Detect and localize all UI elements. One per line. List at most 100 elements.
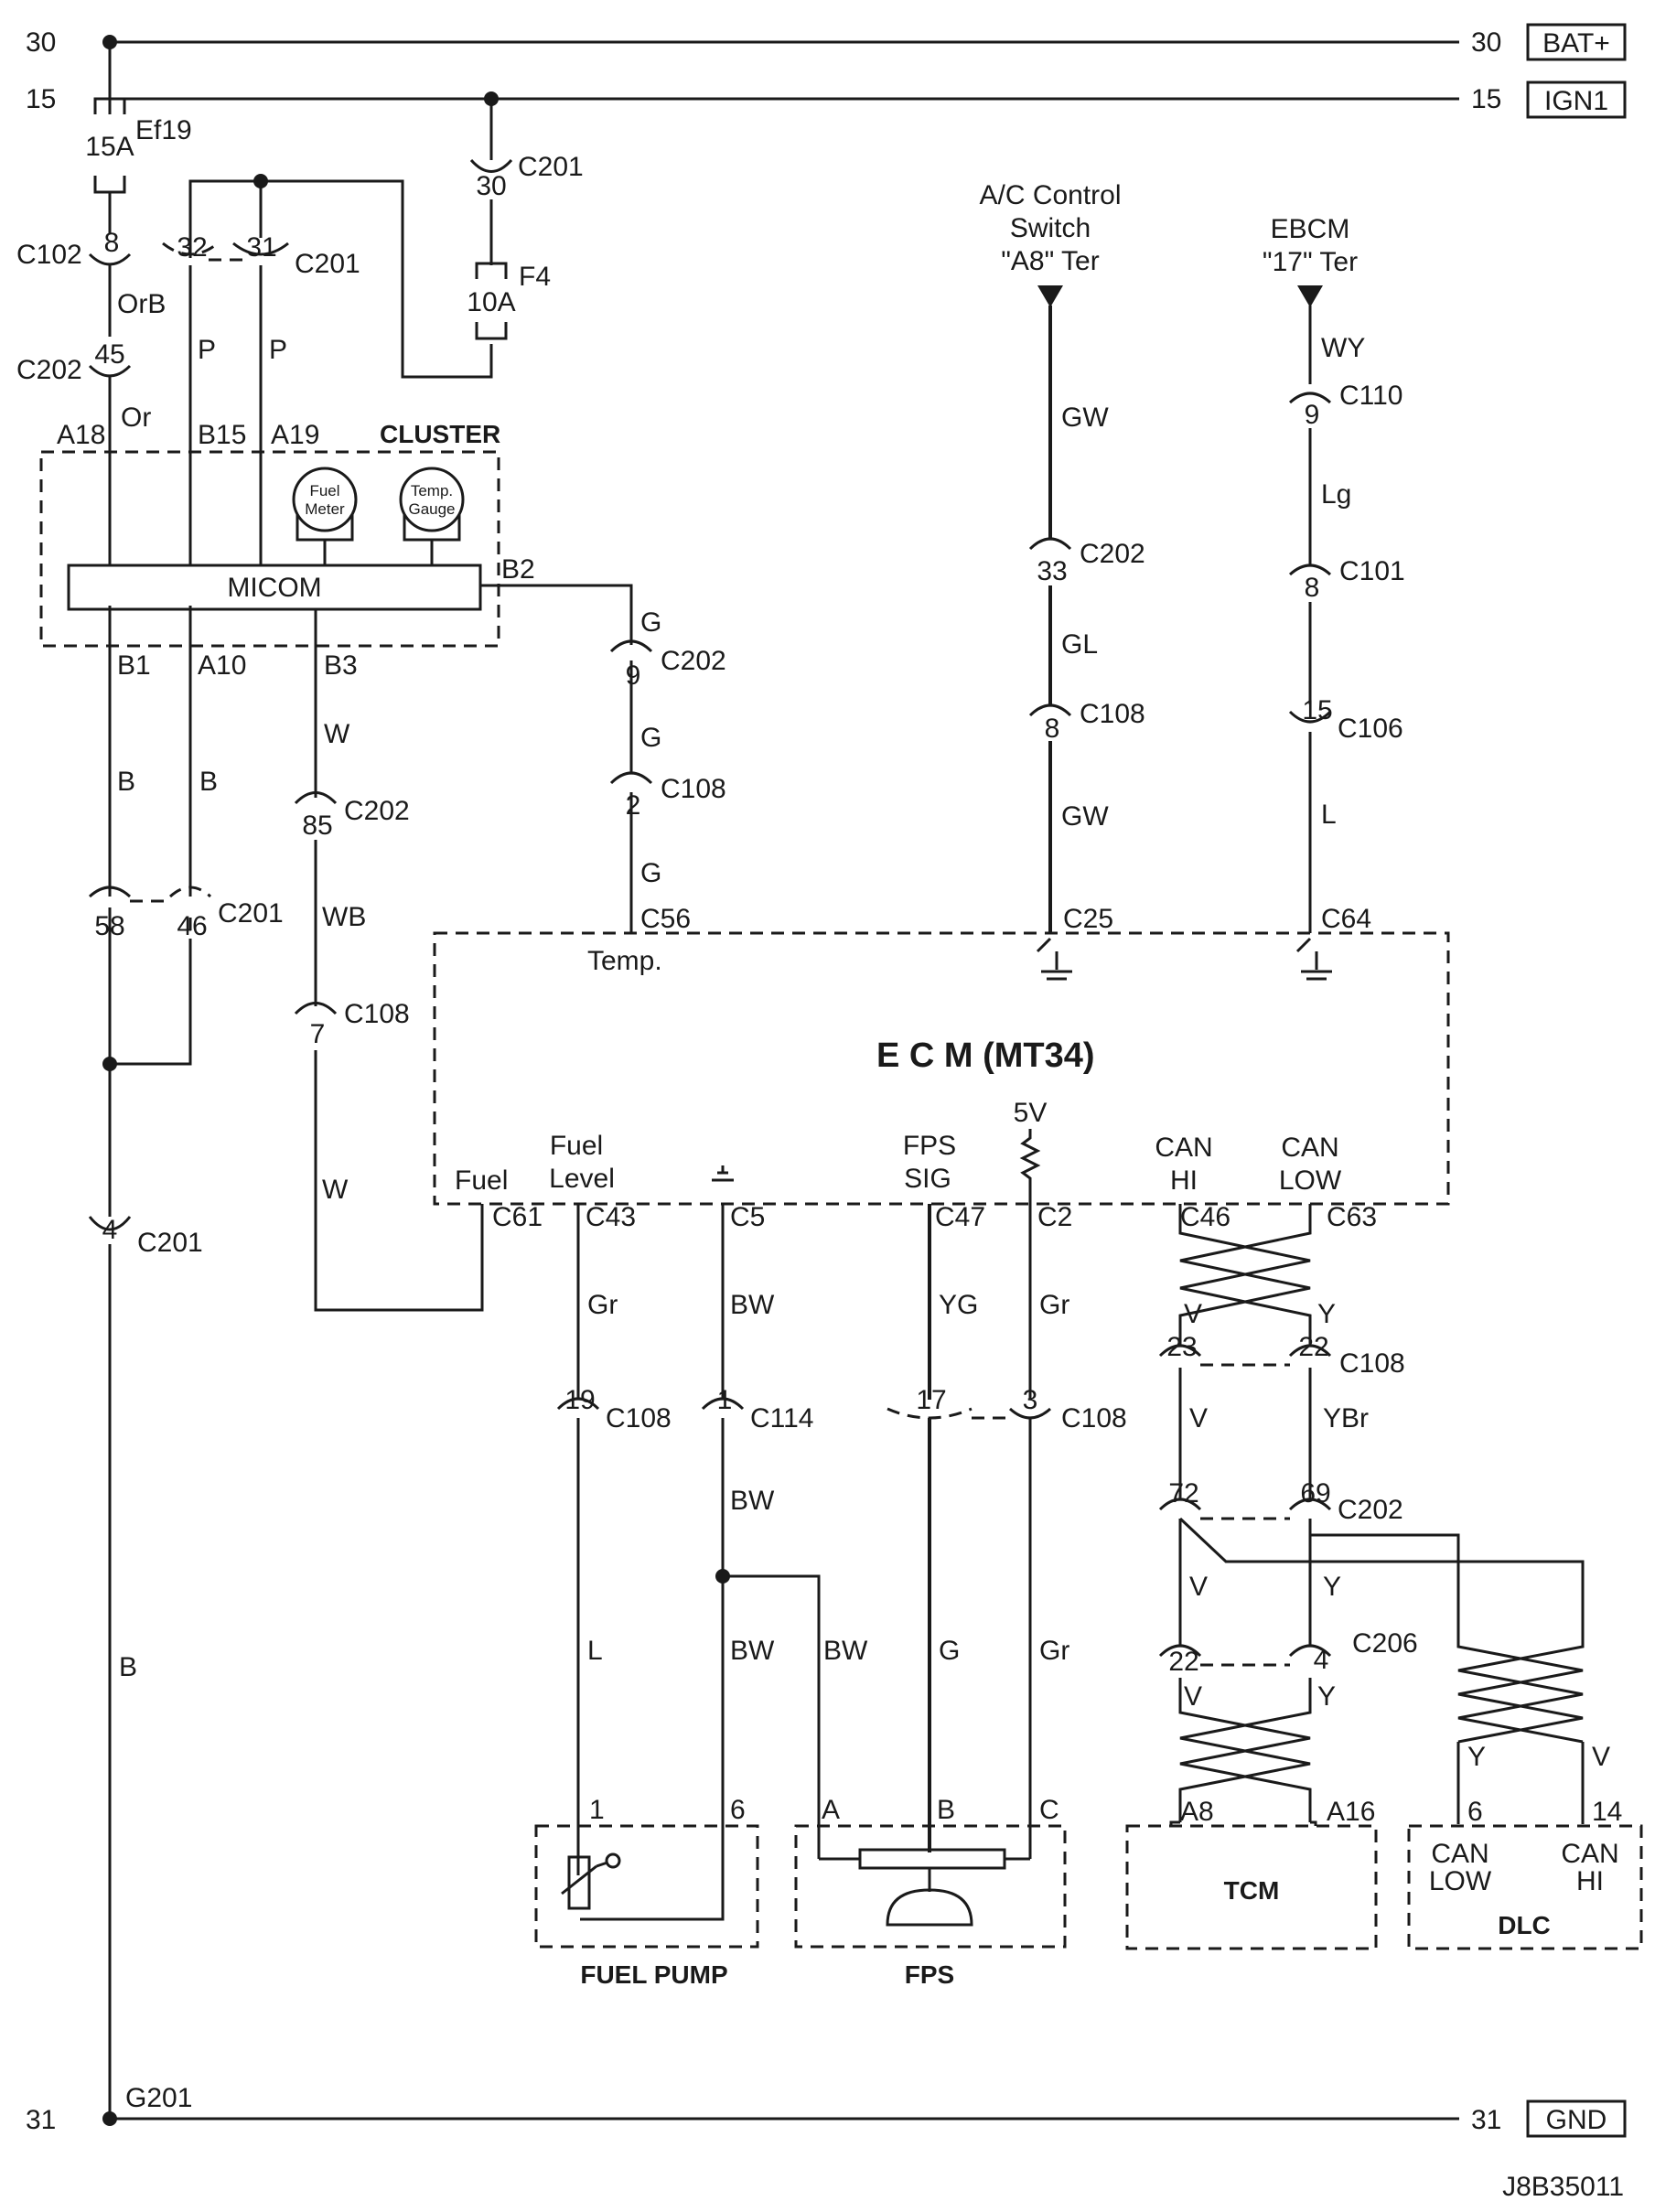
fuel-meter-icon: Fuel Meter [292, 467, 358, 542]
connector-c102-8: 8 C102 [16, 228, 132, 270]
wire-color-v3: V [1189, 1572, 1208, 1602]
svg-text:Fuel: Fuel [550, 1131, 603, 1161]
wire-color-gl: GL [1061, 629, 1098, 660]
tcm-pin-a8: A8 [1180, 1797, 1214, 1827]
tcm-pin-a16: A16 [1327, 1797, 1375, 1827]
pin-19: 19 [564, 1385, 595, 1415]
g201-label: G201 [125, 2083, 192, 2113]
wire-color-bw1: BW [730, 1290, 775, 1320]
micom-block [67, 564, 482, 611]
wire-color-ybr: YBr [1323, 1403, 1369, 1434]
pin-31: 31 [246, 232, 276, 263]
svg-text:HI: HI [1576, 1866, 1604, 1896]
wire-color-g2: G [640, 723, 661, 753]
wire-color-p2: P [269, 335, 287, 365]
svg-text:CAN: CAN [1155, 1133, 1212, 1163]
connector-label-c206: C206 [1352, 1628, 1418, 1659]
fp-pin-1: 1 [589, 1795, 605, 1825]
fuse-ef19: 15A Ef19 [85, 42, 192, 234]
pin-c61: C61 [492, 1202, 543, 1232]
connector-c202-45: 45 C202 [16, 339, 132, 385]
connector-label-c201-top: C201 [518, 152, 584, 182]
svg-text:Level: Level [549, 1164, 615, 1194]
connector-label-c202-72-69: C202 [1338, 1495, 1403, 1525]
pin-32: 32 [177, 232, 207, 263]
pin-number: 45 [94, 339, 124, 370]
fps-sensor: A B C FPS [794, 1795, 1067, 1989]
pin-9-wy: 9 [1305, 400, 1320, 430]
connector-label-c202-9: C202 [661, 646, 726, 676]
twisted-pair-tcm [1169, 1678, 1317, 1826]
connector-label-c202-33: C202 [1080, 539, 1145, 569]
wire-color-w2: W [322, 1175, 349, 1205]
pin-c56: C56 [640, 904, 691, 934]
svg-text:Switch: Switch [1010, 213, 1091, 243]
svg-text:LOW: LOW [1279, 1165, 1342, 1196]
pin-46: 46 [177, 911, 207, 941]
micom-label: MICOM [227, 573, 321, 603]
svg-text:Temp.: Temp. [411, 482, 453, 499]
connector-label-c108-17-3: C108 [1061, 1403, 1127, 1434]
dlc-pin-6: 6 [1467, 1797, 1483, 1827]
twisted-pair-ecm [1178, 1226, 1312, 1323]
pin-85: 85 [302, 811, 332, 841]
wire-color-y2: Y [1323, 1572, 1341, 1602]
wire-color-p1: P [198, 335, 216, 365]
svg-text:CAN: CAN [1561, 1839, 1618, 1869]
pin-b3: B3 [324, 650, 358, 681]
wire-color-w1: W [324, 719, 350, 749]
ecm-title: E C M (MT34) [876, 1036, 1095, 1075]
svg-text:CAN: CAN [1281, 1133, 1338, 1163]
pin-7: 7 [310, 1019, 326, 1049]
pin-8-lg: 8 [1305, 573, 1320, 603]
svg-text:EBCM: EBCM [1271, 214, 1350, 244]
pin-c25: C25 [1063, 904, 1113, 934]
connector-label-c101: C101 [1339, 556, 1405, 586]
temp-gauge-icon: Temp. Gauge [399, 467, 465, 542]
cluster: CLUSTER A18 B15 A19 MICOM Fuel Meter Tem… [39, 420, 535, 681]
svg-text:HI: HI [1170, 1165, 1198, 1196]
wire-color-g3: G [640, 858, 661, 888]
pin-c2: C2 [1037, 1202, 1072, 1232]
connector-label-c110: C110 [1339, 381, 1403, 411]
connector-label-c201-upper: C201 [295, 249, 360, 279]
pin-2: 2 [626, 790, 641, 821]
tcm-module: A8 A16 TCM [1125, 1797, 1378, 1950]
figure-id: J8B35011 [1502, 2172, 1624, 2202]
pin-72: 72 [1168, 1478, 1198, 1509]
wire-color-wy: WY [1321, 333, 1365, 363]
connector-label: C102 [16, 240, 82, 270]
pin-a10: A10 [198, 650, 246, 681]
ef19-name: Ef19 [135, 115, 192, 145]
wire-color-lg: Lg [1321, 479, 1351, 510]
pin-c63: C63 [1327, 1202, 1377, 1232]
svg-text:FPS: FPS [903, 1131, 956, 1161]
connector-label: C202 [16, 355, 82, 385]
pin-c47: C47 [935, 1202, 985, 1232]
pin-3: 3 [1023, 1385, 1038, 1415]
ef19-rating: 15A [85, 132, 134, 162]
connector-label-c108-7: C108 [344, 999, 410, 1029]
wire-color-l2: L [587, 1636, 603, 1666]
rail-31: 31 31 GND G201 [26, 2083, 1627, 2138]
pin-33: 33 [1037, 556, 1067, 586]
ecm-5v-label: 5V [1014, 1098, 1048, 1128]
wire-color-bw4: BW [823, 1636, 868, 1666]
twisted-pair-dlc [1456, 1638, 1585, 1744]
pin-a19: A19 [271, 420, 319, 450]
wire-color-wb: WB [322, 902, 366, 932]
wire-color-yg: YG [939, 1290, 978, 1320]
ebcm-input: EBCM "17" Ter [1263, 214, 1358, 307]
float-icon [886, 1888, 973, 1927]
wire-color-gr3: Gr [1039, 1636, 1069, 1666]
wire-color-v2: V [1189, 1403, 1208, 1434]
rail-30: 30 30 BAT+ [26, 23, 1627, 61]
f4-rating: 10A [467, 287, 515, 317]
rail-15: 15 15 IGN1 [26, 81, 1627, 119]
pin-69: 69 [1300, 1478, 1330, 1509]
fps-pin-a: A [822, 1795, 840, 1825]
bat-plus-label: BAT+ [1542, 28, 1610, 59]
svg-text:SIG: SIG [904, 1164, 951, 1194]
fuel-pump: 1 6 FUEL PUMP [534, 1795, 759, 1989]
fuel-sender-icon [567, 1855, 591, 1910]
